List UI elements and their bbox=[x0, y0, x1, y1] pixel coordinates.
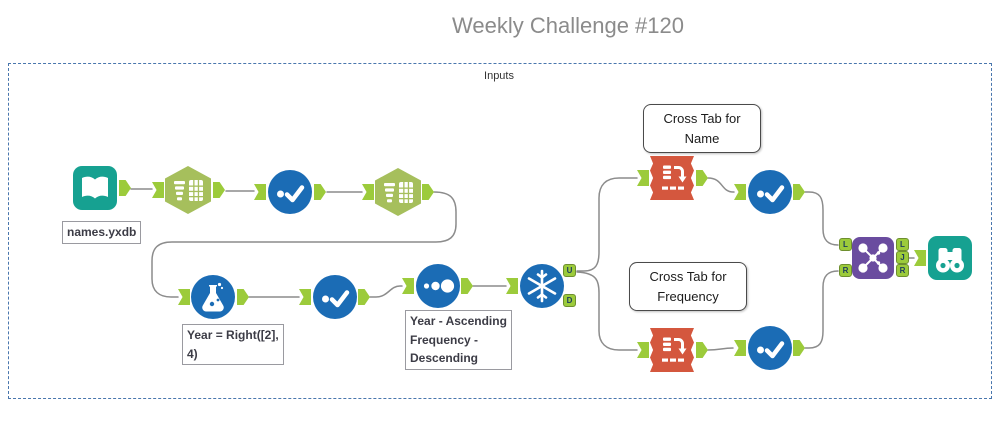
unique-input-anchor[interactable] bbox=[506, 278, 518, 294]
crosstab1-output-anchor[interactable] bbox=[696, 170, 708, 186]
formula-input-anchor[interactable] bbox=[178, 289, 190, 305]
table-arrow-icon bbox=[662, 337, 687, 362]
comment-crosstab-frequency[interactable]: Cross Tab for Frequency bbox=[629, 262, 747, 311]
join-J-output-anchor[interactable]: J bbox=[896, 251, 909, 264]
select3-output-anchor[interactable] bbox=[793, 184, 805, 200]
formula-output-anchor[interactable] bbox=[237, 289, 249, 305]
texttocolumns2-output-anchor[interactable] bbox=[422, 184, 434, 200]
formula-tool[interactable] bbox=[191, 275, 235, 319]
crosstab2-output-anchor[interactable] bbox=[696, 342, 708, 358]
tool-container-label[interactable]: Inputs bbox=[484, 70, 514, 82]
select1-input-anchor[interactable] bbox=[254, 184, 266, 200]
wire-select2-to-sort bbox=[369, 285, 403, 298]
sort-output-anchor[interactable] bbox=[461, 278, 473, 294]
input-output-anchor[interactable] bbox=[119, 180, 131, 196]
formula-annotation[interactable]: Year = Right([2], 4) bbox=[182, 324, 284, 366]
browse-input-anchor[interactable] bbox=[914, 250, 926, 266]
cross-tab-tool-1[interactable] bbox=[650, 156, 694, 200]
molecule-icon bbox=[858, 243, 888, 273]
select-tool-3[interactable] bbox=[748, 170, 792, 214]
text-to-columns-icon bbox=[384, 182, 413, 203]
unique-D-anchor[interactable]: D bbox=[563, 294, 576, 307]
sort-annotation[interactable]: Year - Ascending Frequency - Descending bbox=[405, 310, 512, 370]
select2-output-anchor[interactable] bbox=[358, 289, 370, 305]
unique-U-anchor[interactable]: U bbox=[563, 264, 576, 277]
text-to-columns-icon bbox=[174, 180, 203, 201]
sort-tool[interactable] bbox=[416, 264, 460, 308]
sort-input-anchor[interactable] bbox=[402, 278, 414, 294]
table-arrow-icon bbox=[662, 165, 687, 190]
select4-output-anchor[interactable] bbox=[793, 340, 805, 356]
join-R-input-anchor[interactable]: R bbox=[839, 264, 852, 277]
comment-crosstab-name[interactable]: Cross Tab for Name bbox=[643, 104, 761, 153]
join-L-output-anchor[interactable]: L bbox=[896, 238, 909, 251]
select-tool-2[interactable] bbox=[313, 275, 357, 319]
wire-select3-to-join-L bbox=[804, 191, 839, 246]
wire-crosstab2-to-select4 bbox=[707, 347, 734, 351]
dot-checkmark-icon bbox=[757, 341, 785, 359]
open-book-icon bbox=[82, 176, 108, 199]
dot-checkmark-icon bbox=[757, 185, 785, 203]
cross-tab-tool-2[interactable] bbox=[650, 328, 694, 372]
texttocolumns2-input-anchor[interactable] bbox=[362, 184, 374, 200]
three-dots-icon bbox=[423, 279, 455, 293]
join-R-output-anchor[interactable]: R bbox=[896, 264, 909, 277]
join-tool[interactable] bbox=[852, 237, 894, 279]
crosstab1-input-anchor[interactable] bbox=[637, 170, 649, 186]
select-tool-4[interactable] bbox=[748, 326, 792, 370]
wire-crosstab1-to-select3 bbox=[707, 177, 735, 193]
wire-unique-to-crosstab2 bbox=[576, 271, 638, 351]
snowflake-icon bbox=[527, 269, 557, 303]
wire-select4-to-join-R bbox=[804, 270, 839, 349]
select3-input-anchor[interactable] bbox=[734, 184, 746, 200]
browse-tool[interactable] bbox=[928, 236, 972, 280]
select-tool-1[interactable] bbox=[268, 170, 312, 214]
dot-checkmark-icon bbox=[277, 185, 305, 203]
texttocolumns1-input-anchor[interactable] bbox=[152, 182, 164, 198]
flask-icon bbox=[202, 282, 224, 312]
unique-tool[interactable] bbox=[520, 264, 564, 308]
dot-checkmark-icon bbox=[322, 290, 350, 308]
input-annotation[interactable]: names.yxdb bbox=[62, 221, 142, 244]
wire-unique-to-crosstab1 bbox=[576, 177, 638, 272]
input-data-tool[interactable] bbox=[73, 166, 117, 210]
wire-texttocolumns2-to-formula bbox=[151, 191, 457, 298]
select2-input-anchor[interactable] bbox=[299, 289, 311, 305]
texttocolumns1-output-anchor[interactable] bbox=[213, 182, 225, 198]
select4-input-anchor[interactable] bbox=[734, 340, 746, 356]
page-title: Weekly Challenge #120 bbox=[452, 13, 684, 38]
select1-output-anchor[interactable] bbox=[314, 184, 326, 200]
join-L-input-anchor[interactable]: L bbox=[839, 238, 852, 251]
binoculars-icon bbox=[936, 248, 964, 273]
crosstab2-input-anchor[interactable] bbox=[637, 342, 649, 358]
